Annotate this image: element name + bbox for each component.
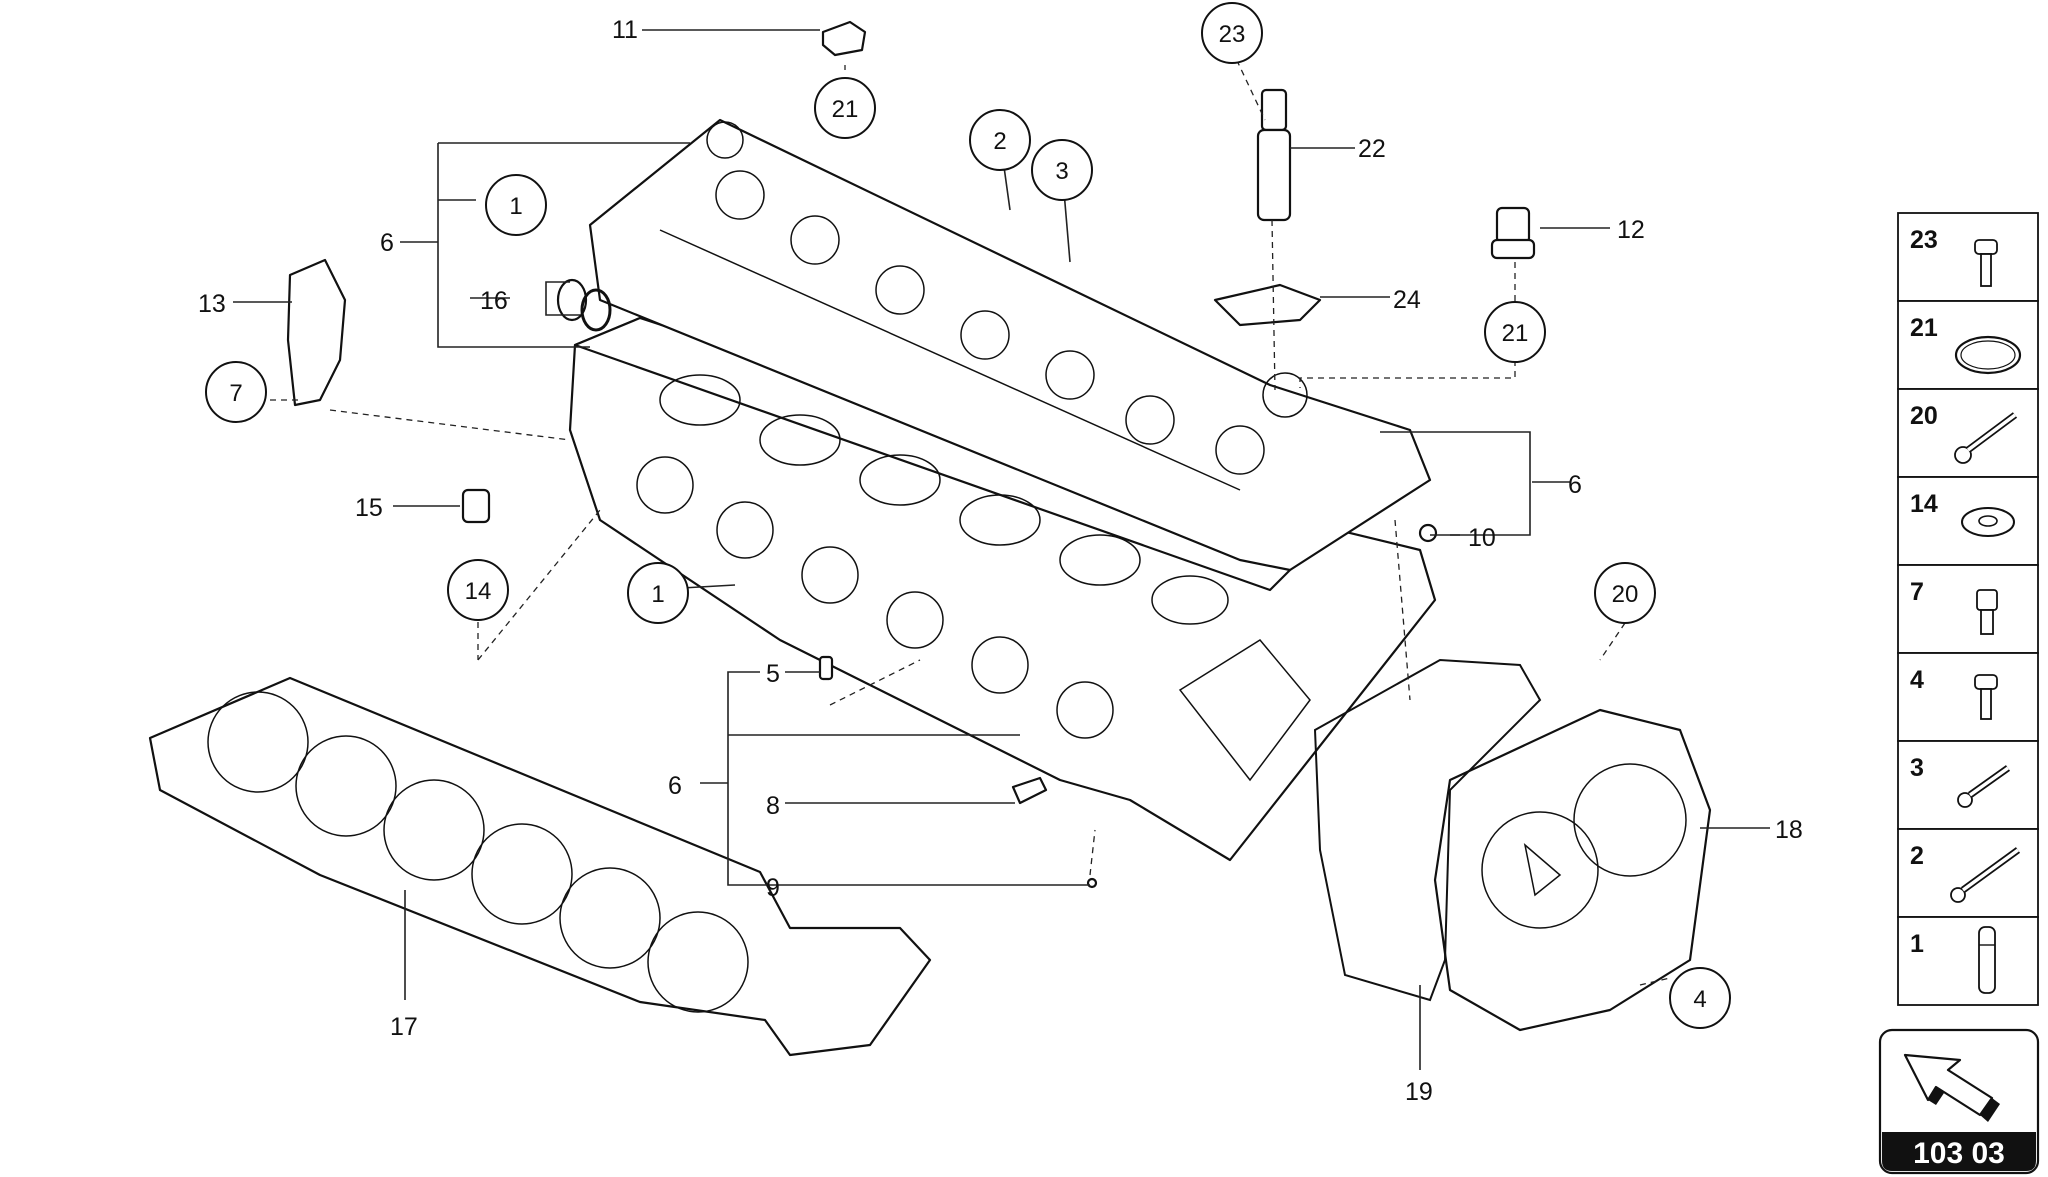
legend-num-14: 14 xyxy=(1910,490,1938,518)
dowel-pin-icon xyxy=(1978,926,1996,994)
label-18: 18 xyxy=(1775,816,1803,844)
callout-21-top-text: 21 xyxy=(832,96,859,123)
page-reference-box[interactable]: 103 03 xyxy=(1878,1028,2040,1175)
legend-num-2: 2 xyxy=(1910,842,1924,870)
legend-row-21: 21 xyxy=(1897,300,2039,390)
callout-3-text: 3 xyxy=(1055,158,1068,185)
screw-icon xyxy=(1974,674,1998,720)
label-15: 15 xyxy=(355,494,383,522)
label-24: 24 xyxy=(1393,286,1421,314)
long-bolt-icon xyxy=(1954,412,2018,464)
page-reference-number: 103 03 xyxy=(1913,1137,2005,1170)
legend-row-1: 1 xyxy=(1897,916,2039,1006)
label-19: 19 xyxy=(1405,1078,1433,1106)
legend-num-7: 7 xyxy=(1910,578,1924,606)
legend-row-3: 3 xyxy=(1897,740,2039,830)
timing-cover xyxy=(1433,708,1712,1032)
callout-2-text: 2 xyxy=(993,128,1006,155)
label-10: 10 xyxy=(1468,524,1496,552)
legend-num-4: 4 xyxy=(1910,666,1924,694)
screw-icon xyxy=(1974,239,1998,287)
callout-21-right: 21 xyxy=(1484,301,1546,363)
callout-20-text: 20 xyxy=(1612,581,1639,608)
legend-num-23: 23 xyxy=(1910,226,1938,254)
leader-lines xyxy=(233,29,1770,1070)
camshaft-carrier xyxy=(588,118,1432,572)
legend-row-2: 2 xyxy=(1897,828,2039,918)
legend-row-20: 20 xyxy=(1897,388,2039,478)
callout-21-right-text: 21 xyxy=(1502,320,1529,347)
label-17: 17 xyxy=(390,1013,418,1041)
legend-row-23: 23 xyxy=(1897,212,2039,302)
callout-14: 14 xyxy=(447,559,509,621)
legend-num-20: 20 xyxy=(1910,402,1938,430)
callout-2: 2 xyxy=(969,109,1031,171)
label-6-bottom: 6 xyxy=(668,772,682,800)
legend-row-4: 4 xyxy=(1897,652,2039,742)
callout-14-text: 14 xyxy=(465,578,492,605)
socket-screw-icon xyxy=(1976,589,1998,635)
label-12: 12 xyxy=(1617,216,1645,244)
callout-1-bottom-text: 1 xyxy=(651,581,664,608)
callout-7-text: 7 xyxy=(229,380,242,407)
legend-row-7: 7 xyxy=(1897,564,2039,654)
callout-3: 3 xyxy=(1031,139,1093,201)
label-13: 13 xyxy=(198,290,226,318)
callout-23-text: 23 xyxy=(1219,21,1246,48)
callout-1-bottom: 1 xyxy=(627,562,689,624)
callout-21-top: 21 xyxy=(814,77,876,139)
long-bolt-icon xyxy=(1950,847,2021,903)
callout-1-top-text: 1 xyxy=(509,193,522,220)
bolt-icon xyxy=(1957,765,2011,808)
callout-4: 4 xyxy=(1669,967,1731,1029)
legend-num-3: 3 xyxy=(1910,754,1924,782)
o-ring-icon xyxy=(1954,335,2022,375)
callout-1-top: 1 xyxy=(485,174,547,236)
label-8: 8 xyxy=(766,792,780,820)
legend-num-1: 1 xyxy=(1910,930,1924,958)
callout-4-text: 4 xyxy=(1693,986,1706,1013)
label-6-top: 6 xyxy=(380,229,394,257)
label-11: 11 xyxy=(612,16,638,44)
callout-7: 7 xyxy=(205,361,267,423)
label-9: 9 xyxy=(766,874,780,902)
arrow-icon xyxy=(1903,1053,2000,1122)
cover-gasket xyxy=(1313,658,1542,1002)
legend-num-21: 21 xyxy=(1910,314,1938,342)
callout-20: 20 xyxy=(1594,562,1656,624)
label-5: 5 xyxy=(766,660,780,688)
label-6-right: 6 xyxy=(1568,471,1582,499)
small-parts xyxy=(286,20,1536,889)
cylinder-head-gasket xyxy=(148,676,932,1057)
label-16: 16 xyxy=(480,287,508,315)
legend-row-14: 14 xyxy=(1897,476,2039,566)
fastener-legend: 23 21 20 14 xyxy=(1897,212,2039,1006)
washer-icon xyxy=(1961,507,2015,537)
label-22: 22 xyxy=(1358,135,1386,163)
callout-23: 23 xyxy=(1201,2,1263,64)
